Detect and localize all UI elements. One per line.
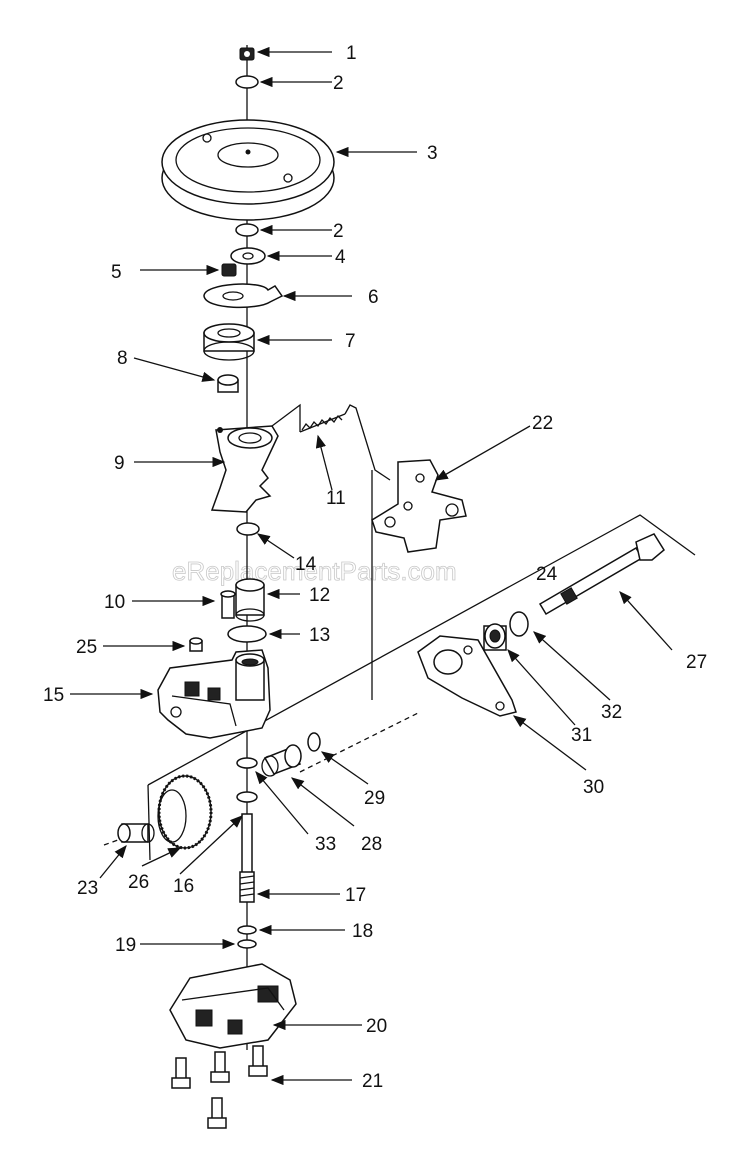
callout-9: 9: [114, 453, 125, 474]
callout-20: 20: [366, 1016, 387, 1037]
callout-labels: 1 2 3 2 4 5 6 7 8 9 10 11 12 13 14 15 16…: [43, 43, 707, 1092]
callout-26: 26: [128, 872, 149, 893]
bottom-bolts-part: [171, 1045, 268, 1129]
bracket-plate-part: [203, 283, 284, 309]
sleeve-part: [235, 578, 265, 622]
pin-part: [220, 590, 236, 619]
shift-arm-part: [210, 403, 301, 513]
callout-10: 10: [104, 592, 125, 613]
bolt-part: [189, 637, 203, 652]
gear-part: [157, 774, 213, 850]
callout-13: 13: [309, 625, 330, 646]
small-nut-part: [221, 263, 237, 277]
callout-5: 5: [111, 262, 122, 283]
washer-part: [235, 75, 259, 89]
pulley-part: [161, 119, 335, 221]
callout-29: 29: [364, 788, 385, 809]
side-plate-part: [417, 635, 517, 717]
gear-bushing-part: [117, 823, 155, 843]
callout-19: 19: [115, 935, 136, 956]
callout-31: 31: [571, 725, 592, 746]
callout-15: 15: [43, 685, 64, 706]
nut-part: [239, 47, 255, 61]
o-ring-part: [227, 625, 267, 643]
callout-1: 1: [346, 43, 357, 64]
callout-25: 25: [76, 637, 97, 658]
callout-23: 23: [77, 878, 98, 899]
bearing-part: [203, 323, 255, 361]
bushing-part: [217, 374, 239, 393]
callout-32: 32: [601, 702, 622, 723]
callout-24: 24: [536, 564, 558, 585]
axle-shaft-part: [538, 533, 665, 616]
watermark: eReplacementParts.com: [172, 556, 457, 586]
callout-2: 2: [333, 73, 344, 94]
axle-bushing-part: [483, 623, 507, 651]
callout-2-lower: 2: [333, 221, 344, 242]
callout-22: 22: [532, 413, 553, 434]
spring-part: [299, 404, 391, 481]
upper-housing-part: [157, 649, 271, 739]
worm-shaft-part: [239, 813, 255, 903]
mounting-bracket-part: [371, 459, 467, 553]
axle-washer-part: [509, 611, 529, 637]
callout-8: 8: [117, 348, 128, 369]
callout-33: 33: [315, 834, 336, 855]
shaft-washer-part: [236, 791, 258, 803]
snap-ring-part: [236, 522, 260, 536]
callout-28: 28: [361, 834, 382, 855]
callout-11: 11: [326, 488, 346, 509]
callout-16: 16: [173, 876, 194, 897]
washer-part-lower: [235, 223, 259, 237]
callout-7: 7: [345, 331, 356, 352]
housing-outline: [147, 514, 696, 786]
lower-housing-part: [169, 963, 297, 1049]
callout-14: 14: [295, 554, 317, 575]
shaft-o-ring-part: [307, 732, 321, 752]
callout-17: 17: [345, 885, 366, 906]
callout-4: 4: [335, 247, 346, 268]
spacer-washer-part: [230, 247, 266, 265]
leader-lines: [70, 46, 673, 1086]
callout-6: 6: [368, 287, 379, 308]
callout-12: 12: [309, 585, 330, 606]
thrust-washer-part: [236, 757, 258, 769]
lower-spacer-part: [237, 939, 257, 949]
callout-18: 18: [352, 921, 373, 942]
shaft-bushing-part: [261, 744, 302, 777]
callout-3: 3: [427, 143, 438, 164]
callout-30: 30: [583, 777, 604, 798]
callout-21: 21: [362, 1071, 383, 1092]
callout-27: 27: [686, 652, 707, 673]
lower-washer-part: [237, 925, 257, 935]
